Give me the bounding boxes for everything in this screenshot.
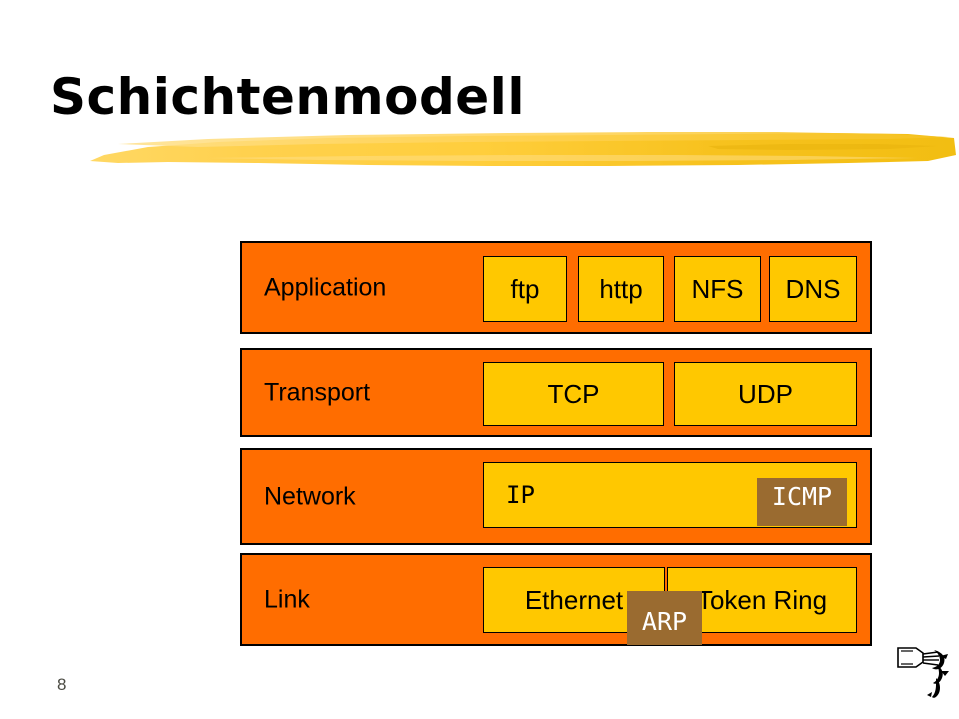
protocol-box-udp[interactable]: UDP: [674, 362, 857, 426]
protocol-layer-diagram: Application ftp http NFS DNS Transport T…: [240, 241, 872, 647]
protocol-callout-icmp-label: ICMP: [771, 482, 833, 511]
protocol-callout-arp[interactable]: ARP: [627, 591, 702, 645]
layer-label-network: Network: [264, 482, 356, 510]
brush-stroke-svg: [90, 132, 956, 166]
pointing-hand-quill-svg: [897, 647, 949, 698]
protocol-box-dns[interactable]: DNS: [769, 256, 857, 322]
page-number: 8: [57, 675, 67, 694]
layer-row-link[interactable]: Link Ethernet Token Ring ARP: [240, 553, 872, 646]
protocol-box-tcp[interactable]: TCP: [483, 362, 664, 426]
brush-stroke-decoration: [88, 128, 958, 178]
protocol-callout-arp-label: ARP: [641, 607, 688, 636]
layer-label-transport: Transport: [264, 378, 371, 406]
pointing-hand-quill-icon: [896, 638, 952, 700]
page-title: Schichtenmodell: [50, 68, 525, 126]
layer-label-application: Application: [264, 273, 387, 301]
protocol-callout-icmp[interactable]: ICMP: [757, 478, 847, 526]
protocol-box-nfs[interactable]: NFS: [674, 256, 761, 322]
layer-label-link: Link: [264, 585, 310, 613]
protocol-box-ftp[interactable]: ftp: [483, 256, 567, 322]
layer-row-transport[interactable]: Transport TCP UDP: [240, 348, 872, 437]
layer-row-network[interactable]: Network IP ICMP: [240, 448, 872, 545]
protocol-box-http[interactable]: http: [578, 256, 664, 322]
layer-row-application[interactable]: Application ftp http NFS DNS: [240, 241, 872, 334]
